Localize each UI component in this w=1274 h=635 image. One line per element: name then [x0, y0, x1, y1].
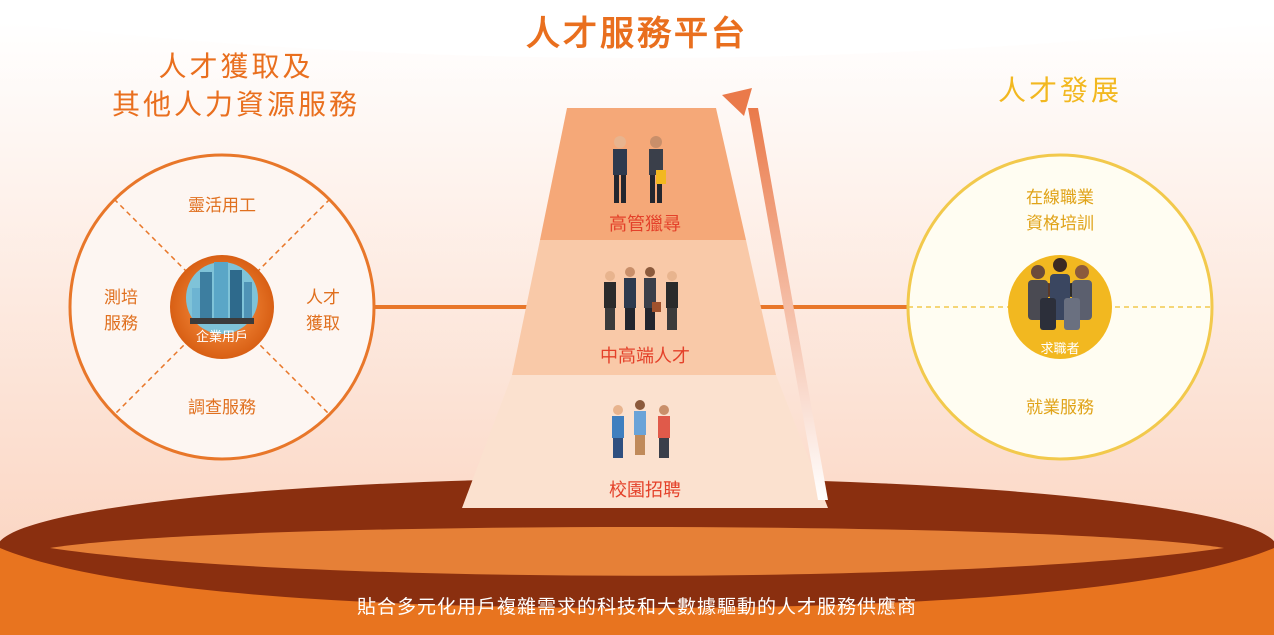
- left-circle-right-label-1: 人才: [306, 288, 340, 308]
- executives-figures: [613, 136, 666, 203]
- left-circle-top-label: 靈活用工: [188, 196, 256, 216]
- left-circle-left-label-2: 服務: [104, 314, 138, 334]
- page-title: 人才服務平台: [526, 14, 748, 54]
- job-seeker-label: 求職者: [1040, 342, 1080, 357]
- growth-arrow: [748, 108, 828, 500]
- disc-top: [50, 527, 1224, 576]
- left-circle-bottom-label: 調查服務: [188, 398, 256, 418]
- right-circle: [906, 153, 1214, 461]
- pyramid-tier-1-label: 高管獵尋: [609, 214, 681, 235]
- growth-arrow-head: [722, 88, 752, 116]
- disc-front: [0, 548, 1274, 635]
- left-circle: [68, 153, 376, 461]
- enterprise-user-label: 企業用戶: [195, 330, 248, 345]
- left-circle-left-label-1: 測培: [104, 288, 138, 308]
- right-heading: 人才發展: [997, 74, 1122, 107]
- bottom-banner-text: 貼合多元化用戶複雜需求的科技和大數據驅動的人才服務供應商: [356, 596, 917, 618]
- pyramid-tier-1: [540, 108, 746, 240]
- right-circle-top-label-1: 在線職業: [1026, 188, 1094, 208]
- left-heading-line-2: 其他人力資源服務: [111, 88, 360, 121]
- pyramid-tier-2-label: 中高端人才: [600, 346, 690, 367]
- professionals-figures: [604, 267, 678, 330]
- right-circle-bottom-label: 就業服務: [1026, 398, 1094, 418]
- pyramid-tier-3-label: 校園招聘: [609, 480, 681, 501]
- left-heading-line-1: 人才獲取及: [158, 50, 314, 83]
- pyramid: [462, 108, 828, 508]
- left-circle-right-label-2: 獲取: [306, 314, 340, 334]
- right-circle-top-label-2: 資格培訓: [1026, 214, 1094, 234]
- students-figures: [612, 400, 670, 458]
